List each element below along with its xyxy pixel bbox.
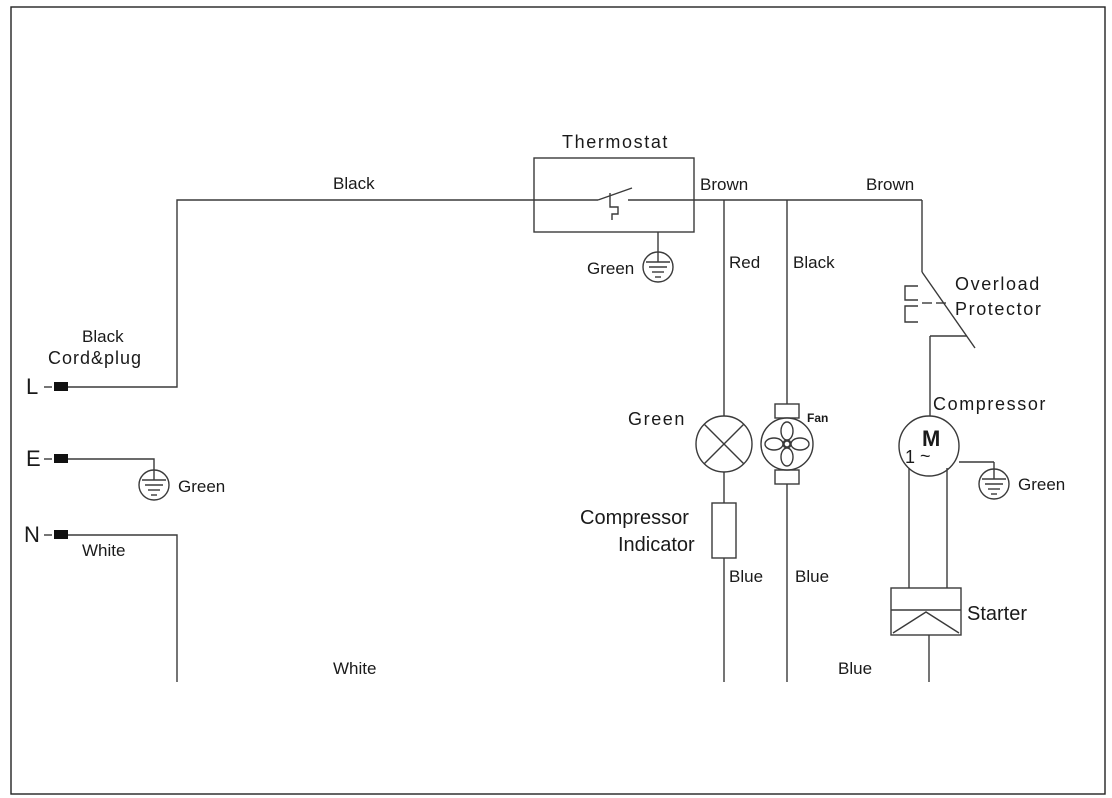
lamp-label: Green (628, 409, 686, 429)
ground-label-thermostat: Green (587, 259, 634, 278)
motor-phase: 1 (905, 447, 915, 467)
wire-label-blue-bottom: Blue (838, 659, 872, 678)
wire-label-blue-2: Blue (795, 567, 829, 586)
wire-black-live (60, 199, 510, 388)
wire-label-fan-black: Black (793, 253, 835, 272)
terminal-earth-label: E (26, 446, 41, 471)
thermostat-label: Thermostat (562, 132, 669, 152)
wire-label-white-2: White (333, 659, 376, 678)
fan-icon (760, 403, 814, 485)
overload-label-line1: Overload (955, 274, 1041, 294)
wire-label-brown-2: Brown (866, 175, 914, 194)
wire-earth (60, 458, 155, 470)
terminal-live-label: L (26, 374, 38, 399)
terminal-neutral-label: N (24, 522, 40, 547)
indicator-label-line1: Compressor (580, 507, 689, 529)
ground-label-earth: Green (178, 477, 225, 496)
lamp-icon (695, 415, 753, 473)
cord-label-line2: Cord&plug (48, 348, 142, 368)
cord-label-line1: Black (82, 327, 124, 346)
ground-icon (138, 469, 170, 501)
ground-icon (978, 468, 1010, 500)
ground-icon (642, 251, 674, 283)
thermostat-bimetal (609, 193, 619, 220)
fan-label: Fan (807, 411, 828, 425)
compressor-label: Compressor (933, 394, 1047, 414)
wire-label-red: Red (729, 253, 760, 272)
wire-label-blue-1: Blue (729, 567, 763, 586)
wire-label-brown-1: Brown (700, 175, 748, 194)
ground-label-compressor: Green (1018, 475, 1065, 494)
compressor-motor-icon (898, 415, 960, 477)
motor-symbol: M (922, 426, 940, 451)
compressor-indicator-resistor (711, 502, 737, 559)
terminal-earth-plug (54, 454, 68, 463)
indicator-label-line2: Indicator (618, 534, 695, 556)
motor-ac: ~ (920, 446, 931, 466)
thermostat-switch (597, 187, 633, 201)
terminal-live-plug (54, 382, 68, 391)
wire-label-top-black: Black (333, 174, 375, 193)
starter-label: Starter (967, 603, 1027, 625)
wire-neutral (60, 534, 178, 682)
wire-label-white-1: White (82, 541, 125, 560)
overload-label-line2: Protector (955, 299, 1042, 319)
starter-icon (890, 587, 962, 636)
diagram-frame (10, 6, 1106, 795)
thermostat-box (533, 157, 695, 233)
terminal-neutral-plug (54, 530, 68, 539)
